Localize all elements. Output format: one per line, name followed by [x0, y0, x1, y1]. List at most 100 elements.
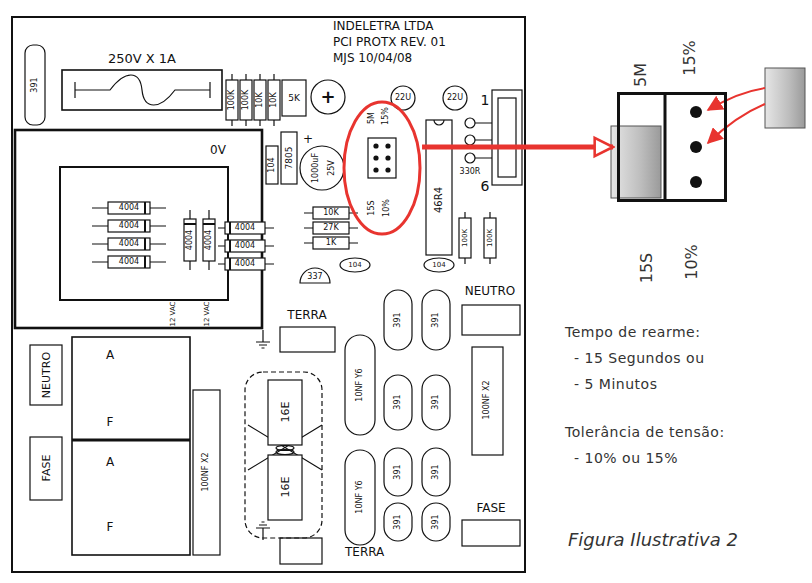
- board: [30, 345, 62, 405]
- jumper-header: [373, 143, 378, 148]
- board: [268, 455, 302, 520]
- board: [484, 218, 496, 258]
- board: [498, 98, 516, 177]
- silk-label: 4004: [119, 258, 139, 266]
- jumper-zoom: [765, 68, 805, 128]
- board: [72, 439, 190, 442]
- silk-label: 391: [432, 312, 440, 327]
- silk-label: 0V: [210, 144, 226, 156]
- board: [108, 202, 150, 268]
- board: [254, 80, 266, 120]
- silk-label: 4004: [205, 230, 213, 250]
- board: [276, 450, 294, 455]
- silk-label: 12 VAC: [170, 301, 177, 326]
- board: [300, 146, 344, 190]
- board: [184, 223, 215, 225]
- silk-label: 10K: [323, 209, 338, 217]
- silk-label: 16E: [280, 477, 291, 498]
- board: [313, 222, 349, 234]
- jumper-label: 10%: [684, 244, 700, 280]
- silk-label: FASE: [476, 502, 505, 514]
- board: [184, 219, 196, 261]
- board: [229, 222, 231, 270]
- silk-label: 337: [307, 273, 322, 281]
- jumper-zoom: [708, 104, 765, 143]
- silk-label: 4004: [119, 240, 139, 248]
- jumper-label: 5M: [633, 63, 649, 87]
- board: [268, 80, 280, 120]
- zoom-arrow: [422, 145, 613, 150]
- title-block: MJS 10/04/08: [333, 52, 412, 64]
- caption: Figura Ilustrativa 2: [568, 531, 738, 549]
- silk-label: 391: [394, 394, 402, 409]
- silk-label: 1: [481, 93, 490, 107]
- board: [384, 375, 412, 430]
- board: [266, 146, 278, 184]
- board: [232, 74, 274, 126]
- jumper-header: [385, 143, 390, 148]
- board: [384, 503, 412, 541]
- board: [340, 258, 370, 272]
- jumper-header: [373, 167, 378, 172]
- board: [384, 290, 412, 350]
- board: [240, 80, 252, 120]
- jumper-label: 5M: [368, 112, 376, 124]
- silk-label: 391: [432, 464, 440, 479]
- silk-label: 12 VAC: [204, 301, 211, 326]
- board: [108, 202, 150, 214]
- board: [60, 167, 228, 300]
- board: [311, 80, 345, 114]
- silk-label: 22U: [447, 94, 463, 102]
- board: [282, 80, 306, 116]
- board: [465, 135, 475, 145]
- silk-label: 100NF X2: [202, 453, 210, 492]
- jumper-header: [368, 138, 396, 178]
- board: [443, 86, 467, 110]
- silk-label: 391: [31, 77, 39, 92]
- silk-label: 10NF Y6: [356, 368, 364, 401]
- jumper-label: 15S: [639, 253, 655, 284]
- board: [345, 450, 375, 545]
- silk-label: 16E: [280, 402, 291, 423]
- board: [226, 80, 280, 120]
- silk-label: 391: [432, 514, 440, 529]
- title-block: PCI PROTX REV. 01: [333, 36, 446, 48]
- jumper-zoom: [690, 106, 702, 118]
- silk-label: 5K: [288, 94, 300, 103]
- silk-label: 10NF Y6: [356, 480, 364, 513]
- board: [25, 45, 45, 125]
- jumper-zoom: [690, 141, 702, 153]
- jumper-label: 15S: [368, 200, 376, 215]
- jumper-header: [385, 167, 390, 172]
- silk-label: 4004: [235, 224, 255, 232]
- silk-label: 25V: [328, 160, 336, 176]
- jumper-label: 15%: [382, 107, 390, 125]
- silk-label: 250V X 1A: [108, 52, 176, 65]
- silk-label: NEUTRO: [465, 285, 515, 297]
- board: [300, 268, 330, 283]
- silk-label: +: [320, 88, 335, 106]
- board: [422, 503, 450, 541]
- board: [108, 220, 150, 232]
- board: [465, 153, 475, 163]
- board: [74, 82, 75, 98]
- silk-label: 27K: [323, 224, 338, 232]
- jumper-header: [368, 138, 396, 178]
- board: [62, 70, 222, 110]
- jumper-header: [373, 155, 378, 160]
- board: [72, 337, 190, 555]
- board: [12, 17, 525, 572]
- silk-label: 4004: [119, 204, 139, 212]
- board: [384, 448, 412, 496]
- silk-label: 22U: [395, 94, 411, 102]
- board: [108, 238, 150, 250]
- silk-label: A: [106, 456, 114, 468]
- board: [281, 132, 297, 184]
- board: [459, 218, 471, 258]
- silk-label: F: [107, 416, 114, 428]
- silk-label: 7805: [285, 147, 294, 170]
- silk-label: 104: [348, 262, 361, 269]
- note-text: - 15 Segundos ou: [574, 351, 705, 365]
- jumper-zoom: [690, 176, 702, 188]
